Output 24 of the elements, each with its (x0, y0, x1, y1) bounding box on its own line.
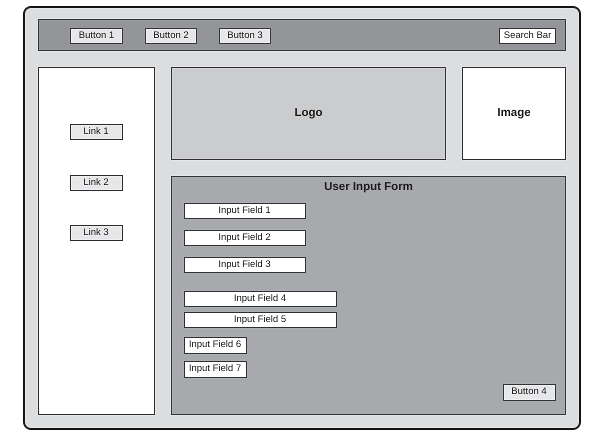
submit-button: Button 4 (502, 384, 556, 400)
nav-link: Link 1 (70, 124, 122, 140)
input-field: Input Field 1 (184, 202, 306, 218)
header-bar (38, 19, 566, 51)
banner-panel (171, 67, 446, 160)
panel-label: Logo (294, 107, 323, 120)
media-panel (462, 67, 566, 160)
form-title: User Input Form (324, 181, 413, 194)
input-field: Input Field 4 (184, 290, 336, 306)
nav-button: Button 3 (219, 28, 271, 44)
input-field: Input Field 5 (184, 312, 336, 328)
input-field: Input Field 3 (184, 256, 306, 272)
input-field: Input Field 6 (184, 336, 246, 354)
input-field: Input Field 7 (184, 360, 246, 378)
form-panel (171, 176, 566, 415)
nav-link: Link 3 (70, 224, 122, 240)
nav-link: Link 2 (70, 174, 122, 190)
sidebar-panel (38, 67, 155, 415)
search-field: Search Bar (499, 28, 556, 44)
nav-button: Button 2 (145, 28, 197, 44)
panel-label: Image (497, 107, 531, 120)
page-frame (23, 6, 581, 430)
nav-button: Button 1 (70, 28, 123, 44)
input-field: Input Field 2 (184, 230, 306, 246)
